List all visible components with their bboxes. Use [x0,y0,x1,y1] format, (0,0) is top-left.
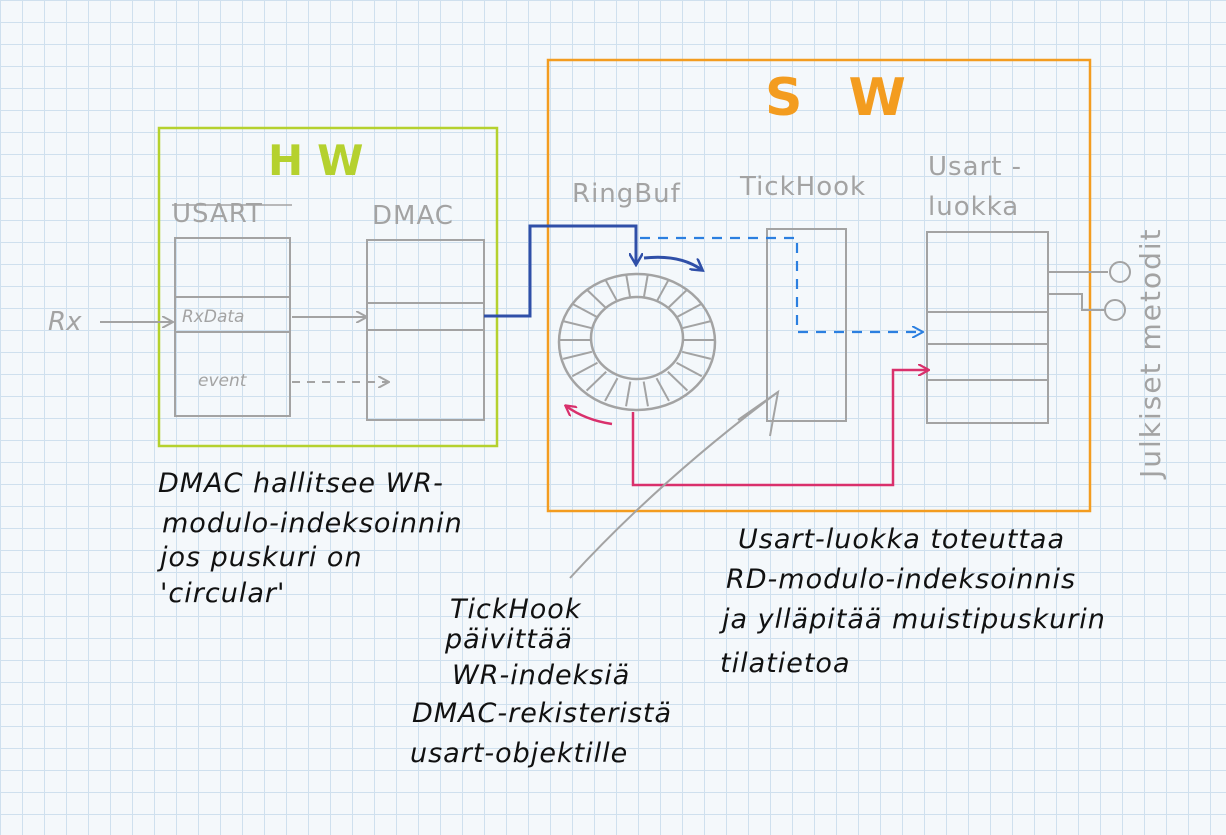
ringbuf-slot-divider [625,381,632,407]
usart-note-line-1: Usart-luokka toteuttaa [738,524,1065,555]
rx-input-label: Rx [48,307,82,337]
ringbuf-slot-divider [642,381,649,407]
ringbuf-slot-divider [585,288,607,309]
rd-index-loop-arrow [631,370,928,487]
tickhook-note-line-2: päivittää [444,624,573,655]
ringbuf-ring [557,272,717,412]
tickhook-note-line-4: DMAC-rekisteristä [412,698,672,729]
wr-index-dashed-arrow [640,236,922,332]
usart-note-line-2: RD-modulo-indeksoinnis [726,564,1076,595]
dmac-write-arrow [484,224,636,318]
ringbuf-slot-divider [604,278,619,303]
usart-class-wr-field [926,311,1049,345]
usart-class-rd-field [926,343,1049,381]
usart-note: Usart-luokka toteuttaa RD-modulo-indekso… [718,524,1106,679]
tickhook-block [766,228,847,422]
sw-frame [546,58,1092,513]
ringbuf-slot-divider [625,273,632,299]
tickhook-note-pointer-head [737,389,780,437]
ringbuf-slot-divider [571,302,598,319]
ringbuf-slot-divider [655,278,670,303]
tickhook-note-line-3: WR-indeksiä [452,660,630,691]
tickhook-label: TickHook [739,172,866,202]
ringbuf-slot-divider [655,377,670,402]
dmac-note-line-1: DMAC hallitsee WR- [158,468,444,499]
ringbuf-slot-divider [667,288,689,309]
hw-title: HW [268,136,377,185]
usart-class-label-1: Usart - [928,152,1022,182]
usart-class-label-2: luokka [928,192,1019,222]
usart-class-block [926,231,1049,424]
dmac-note: DMAC hallitsee WR- modulo-indeksoinnin j… [156,468,463,609]
ringbuf-slot-divider [562,350,593,360]
ringbuf-slot-divider [676,361,703,378]
tickhook-note: TickHook päivittää WR-indeksiä DMAC-reki… [410,594,672,769]
event-label: event [198,371,248,391]
dmac-label: DMAC [372,201,454,231]
ringbuf-slot-divider [604,377,619,402]
public-methods-label: Julkiset metodit [1134,227,1167,480]
rd-read-arrow [566,406,613,426]
tickhook-note-pointer [569,391,779,579]
dmac-note-line-2: modulo-indeksoinnin [162,508,463,539]
method-port-2 [1104,299,1126,321]
ringbuf-slot-divider [676,302,703,319]
sw-title: S W [765,68,920,128]
dmac-register [366,302,485,331]
ringbuf-slot-divider [642,273,649,299]
rxdata-register [174,296,291,333]
rxdata-label: RxData [182,307,244,327]
ringbuf-label: RingBuf [572,179,681,209]
method-port-1 [1109,261,1131,283]
usart-note-line-4: tilatietoa [720,648,851,679]
hw-frame [157,126,499,448]
method-connector-2 [1048,293,1104,311]
ringbuf-slot-divider [667,371,689,392]
usart-note-line-3: ja ylläpitää muistipuskurin [718,604,1106,635]
ringbuf-slot-divider [681,350,712,360]
tickhook-note-line-1: TickHook [450,594,582,625]
ringbuf-slot-divider [681,320,712,330]
dmac-note-line-3: jos puskuri on [156,542,363,573]
ringbuf-slot-divider [585,371,607,392]
tickhook-note-line-5: usart-objektille [410,738,628,769]
usart-label: USART [172,199,263,229]
ringbuf-slot-divider [571,361,598,378]
ringbuf-slot-divider [562,320,593,330]
dmac-note-line-4: 'circular' [160,578,285,609]
write-index-arrow [643,255,702,270]
